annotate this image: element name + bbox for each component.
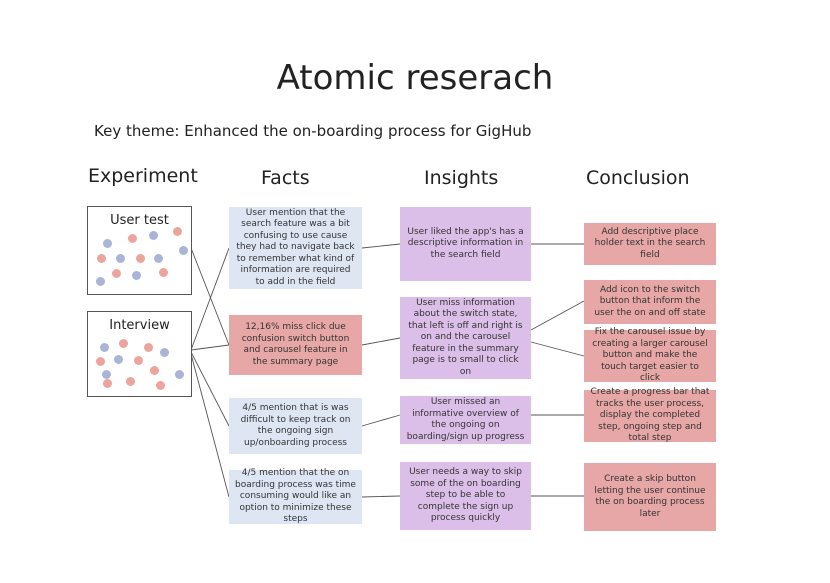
connector-line (530, 300, 585, 331)
key-theme: Key theme: Enhanced the on-boarding proc… (94, 122, 532, 140)
fact-note: User mention that the search feature was… (229, 207, 362, 289)
dot (97, 254, 106, 263)
fact-note: 12,16% miss click due confusion switch b… (229, 315, 362, 375)
experiment-label: User test (110, 213, 169, 228)
insight-note: User needs a way to skip some of the on … (400, 462, 531, 530)
fact-note: 4/5 mention that is was difficult to kee… (229, 398, 362, 454)
column-header-insights: Insights (424, 167, 499, 189)
column-header-conclusion: Conclusion (586, 167, 690, 189)
page-title: Atomic reserach (276, 58, 554, 98)
dot (128, 234, 137, 243)
experiment-user-test: User test (87, 206, 192, 295)
dot (154, 254, 163, 263)
dot (173, 227, 182, 236)
connector-line (361, 337, 401, 346)
insight-note: User miss information about the switch s… (400, 297, 531, 379)
dot (159, 268, 168, 277)
dot (149, 231, 158, 240)
dot (175, 370, 184, 379)
dot (156, 381, 165, 390)
conclusion-note: Create a progress bar that tracks the us… (584, 387, 716, 443)
dot (136, 254, 145, 263)
dot (103, 239, 112, 248)
dot (102, 370, 111, 379)
column-header-experiment: Experiment (88, 165, 198, 187)
experiment-interview: Interview (87, 311, 192, 397)
conclusion-note: Fix the carousel issue by creating a lar… (584, 327, 716, 383)
dot (100, 343, 109, 352)
dot (119, 339, 128, 348)
connector-line (190, 247, 230, 346)
experiment-label: Interview (109, 318, 170, 333)
connector-line (530, 341, 585, 357)
conclusion-note: Create a skip button letting the user co… (584, 463, 716, 531)
connector-line (361, 414, 401, 427)
insight-note: User missed an informative overview of t… (400, 396, 531, 444)
dot (96, 277, 105, 286)
dot (132, 271, 141, 280)
dot (134, 356, 143, 365)
dot (126, 377, 135, 386)
dot (160, 348, 169, 357)
connector-line (190, 247, 230, 351)
conclusion-note: Add descriptive place holder text in the… (584, 223, 716, 265)
column-header-facts: Facts (261, 167, 310, 189)
connector-line (190, 351, 230, 427)
connector-line (190, 353, 230, 498)
dot (179, 246, 188, 255)
dot (116, 254, 125, 263)
connector-line (361, 243, 401, 249)
dot (144, 343, 153, 352)
fact-note: 4/5 mention that the on boarding process… (229, 468, 362, 524)
dot (112, 269, 121, 278)
insight-note: User liked the app's has a descriptive i… (400, 207, 531, 281)
dot (114, 355, 123, 364)
dot (96, 357, 105, 366)
conclusion-note: Add icon to the switch button that infor… (584, 280, 716, 324)
dot (103, 379, 112, 388)
dot (150, 366, 159, 375)
connector-line (190, 344, 230, 351)
connector-line (361, 495, 401, 498)
